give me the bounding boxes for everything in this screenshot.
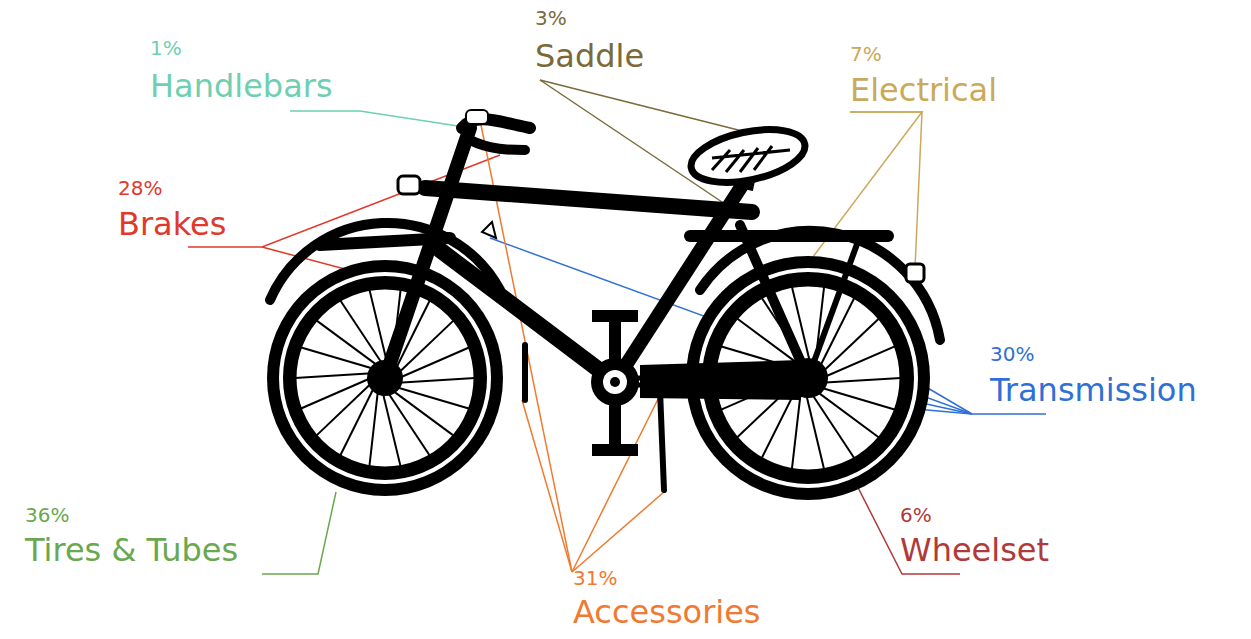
chain-guard (640, 360, 800, 400)
percent-value: 30% (990, 344, 1034, 364)
spoke (821, 378, 901, 383)
part-name: Handlebars (150, 70, 333, 102)
percent-value: 3% (535, 8, 567, 28)
spoke (369, 390, 378, 467)
percent-value: 7% (850, 44, 882, 64)
part-name: Saddle (535, 40, 644, 72)
spoke (387, 392, 430, 456)
spoke (383, 392, 401, 467)
spoke (340, 300, 383, 364)
part-name: Transmission (990, 374, 1197, 406)
spoke (399, 347, 470, 378)
spoke (822, 346, 895, 378)
leader-line (522, 400, 572, 572)
spokes (295, 286, 901, 469)
spoke (300, 347, 374, 369)
percent-value: 31% (573, 568, 617, 588)
shifter (482, 222, 496, 238)
spoke (810, 392, 854, 459)
percent-value: 1% (150, 38, 182, 58)
spoke (819, 387, 896, 410)
tail-light (906, 264, 924, 282)
leader-line (290, 111, 458, 126)
leader-line (572, 492, 664, 572)
leader-line (540, 80, 728, 206)
handlebars (462, 110, 530, 150)
leader-lines (188, 80, 1046, 574)
spoke (806, 392, 825, 470)
part-name: Wheelset (900, 534, 1049, 566)
part-name: Tires & Tubes (25, 534, 238, 566)
front-wheel (267, 260, 503, 496)
percent-value: 36% (25, 505, 69, 525)
spoke (398, 378, 475, 383)
spoke (792, 390, 801, 469)
spoke (369, 289, 387, 364)
spoke (396, 387, 470, 409)
part-name: Electrical (850, 74, 997, 106)
rear-hub (788, 358, 828, 398)
spoke (300, 378, 371, 409)
crankset (591, 310, 639, 456)
percent-value: 6% (900, 505, 932, 525)
percent-value: 28% (118, 178, 162, 198)
spoke (295, 373, 372, 378)
front-hub (367, 360, 403, 396)
rack-strut (808, 236, 860, 378)
rear-fender (700, 231, 940, 340)
part-name: Brakes (118, 208, 226, 240)
part-name: Accessories (573, 596, 761, 628)
leader-line (540, 80, 762, 136)
saddle (686, 120, 809, 191)
front-light (398, 176, 420, 194)
leader-line (262, 492, 336, 574)
